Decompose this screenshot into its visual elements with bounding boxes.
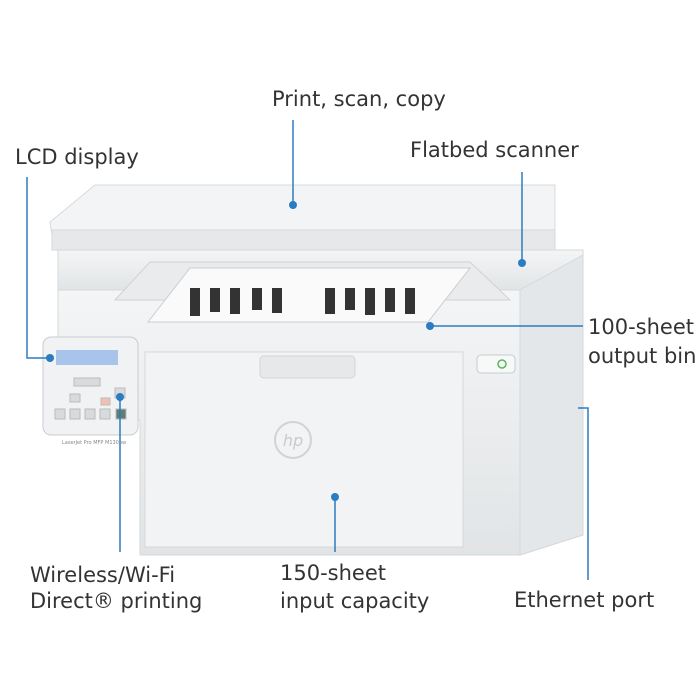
model-text: LaserJet Pro MFP M130nw (62, 440, 127, 446)
hp-logo (274, 421, 312, 459)
label-wireless-2: Direct® printing (30, 589, 203, 613)
label-output-bin-2: output bin (588, 344, 697, 368)
svg-text:hp: hp (283, 431, 303, 450)
label-wireless-1: Wireless/Wi-Fi (30, 563, 176, 587)
paper-graphics (190, 288, 415, 316)
label-input-2: input capacity (280, 589, 430, 613)
label-input-1: 150-sheet (280, 561, 386, 585)
label-flatbed-scanner: Flatbed scanner (410, 138, 579, 162)
power-button (476, 354, 516, 374)
lcd-dot (46, 354, 54, 362)
input-dot (331, 493, 339, 501)
scanner-lid (49, 184, 556, 236)
output-dot (426, 322, 434, 330)
callout-dots (46, 201, 526, 501)
lcd-screen (56, 350, 118, 365)
print-dot (289, 201, 297, 209)
label-lcd-display: LCD display (15, 145, 139, 169)
label-print-scan-copy: Print, scan, copy (272, 87, 446, 111)
callout-lines (26, 120, 589, 580)
input-tray (144, 351, 464, 548)
label-output-bin-1: 100-sheet (588, 315, 694, 339)
wireless-dot (116, 393, 124, 401)
label-ethernet-port: Ethernet port (514, 588, 655, 612)
scanner-dot (518, 259, 526, 267)
